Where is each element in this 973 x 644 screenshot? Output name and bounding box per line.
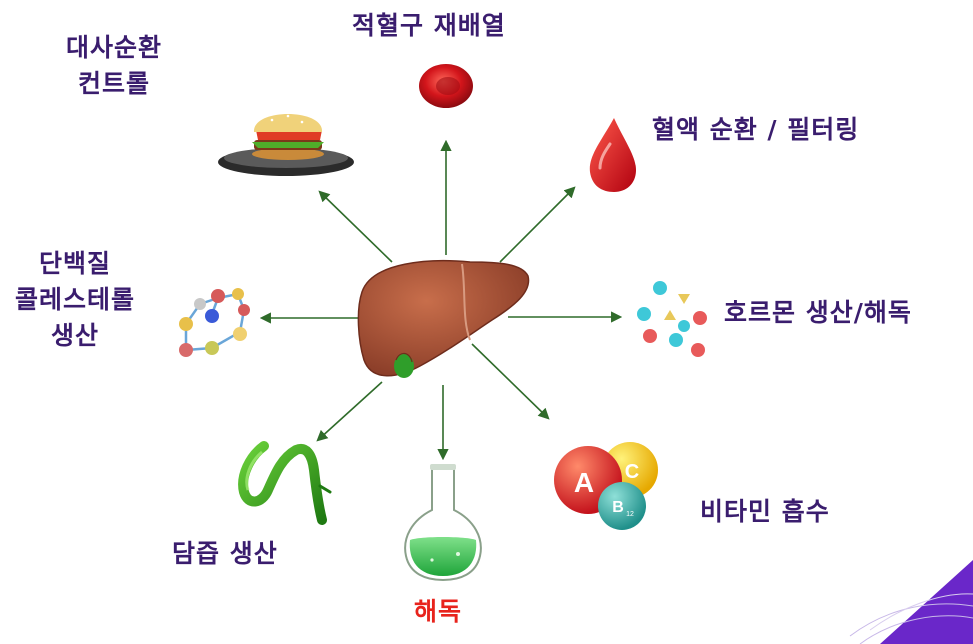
arrow-to-metabolism (318, 190, 393, 263)
corner-swoosh-decoration (849, 560, 973, 644)
label-protein: 단백질 콜레스테롤 생산 (0, 246, 150, 354)
label-metabolism-line-1: 대사순환 (65, 33, 162, 62)
liver-icon (357, 260, 530, 378)
vitamin-a-letter: A (574, 467, 594, 498)
label-protein-line-2: 콜레스테롤 (14, 285, 135, 314)
vitamin-b-subscript: 12 (626, 511, 634, 518)
label-metabolism-line-2: 컨트롤 (77, 69, 150, 98)
label-protein-line-3: 생산 (50, 321, 99, 350)
arrow-to-blood (499, 186, 576, 263)
vitamin-c-letter: C (625, 461, 639, 483)
arrows (259, 139, 623, 461)
flask-icon (404, 464, 482, 582)
label-metabolism: 대사순환 컨트롤 (54, 30, 174, 102)
label-hormone: 호르몬 생산/해독 (724, 298, 912, 327)
label-vitamin: 비타민 흡수 (700, 497, 830, 526)
molecule-chain-icon (179, 288, 250, 357)
label-bile: 담즙 생산 (172, 539, 278, 568)
vitamin-b-letter: B (612, 499, 624, 516)
burger-icon (218, 114, 354, 176)
vitamin-spheres-icon: C A B 12 (554, 442, 658, 530)
red-blood-cell-icon (419, 64, 473, 108)
label-detox: 해독 (414, 597, 463, 626)
hormone-particles-icon (637, 281, 707, 357)
gallbladder-icon (238, 441, 332, 525)
label-protein-line-1: 단백질 (38, 249, 111, 278)
arrow-to-bile (316, 381, 383, 442)
label-rbc: 적혈구 재배열 (352, 11, 506, 40)
label-blood: 혈액 순환 / 필터링 (652, 115, 860, 144)
blood-drop-icon (589, 118, 636, 192)
arrow-to-vitamin (471, 343, 550, 420)
